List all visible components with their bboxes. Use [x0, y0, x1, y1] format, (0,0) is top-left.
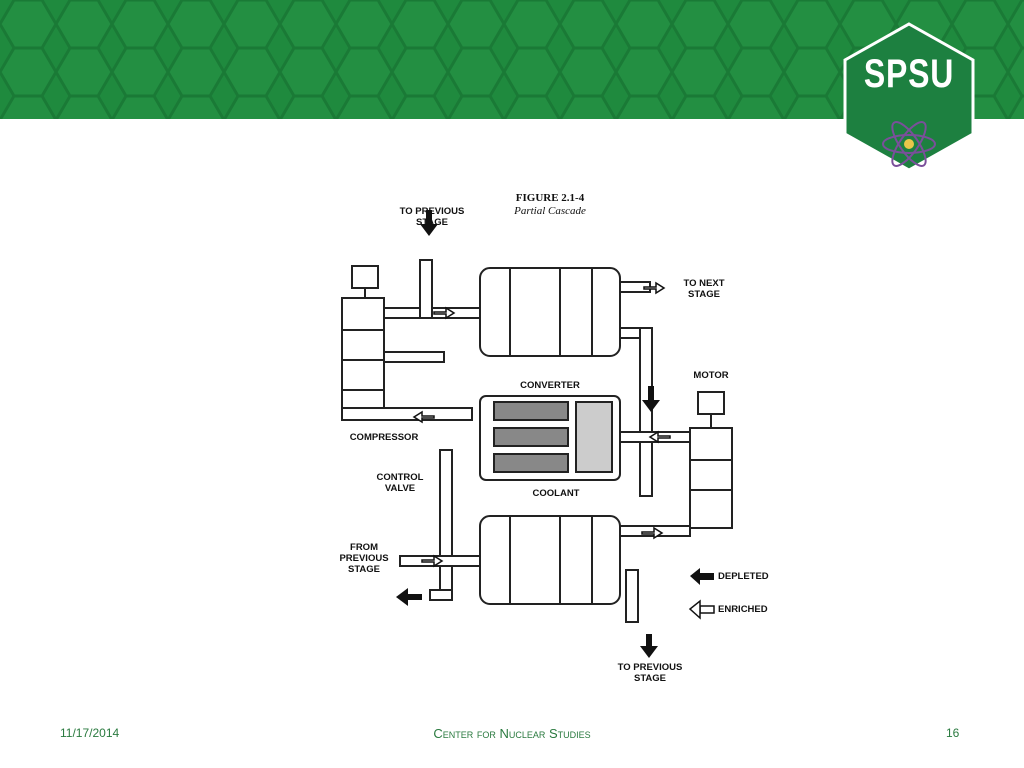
logo-text: SPSU [863, 52, 955, 96]
converter-label: CONVERTER [520, 380, 580, 391]
slide-number: 16 [946, 726, 960, 740]
cascade-diagram [341, 210, 733, 658]
partial-cascade-figure: FIGURE 2.1-4 Partial Cascade TO PREVIOUS… [330, 180, 790, 690]
legend-depleted-label: DEPLETED [718, 571, 769, 582]
to-next-stage-label: TO NEXT STAGE [683, 278, 725, 300]
from-previous-stage-label: FROM PREVIOUS STAGE [339, 542, 389, 575]
motor-label: MOTOR [693, 370, 729, 381]
to-previous-stage-top-label: TO PREVIOUS STAGE [399, 206, 465, 228]
figure-title: FIGURE 2.1-4 [515, 192, 585, 204]
spsu-logo [843, 22, 975, 172]
legend-enriched-label: ENRICHED [718, 604, 768, 615]
control-valve-label: CONTROL VALVE [376, 472, 424, 494]
footer-center-title: Center for Nuclear Studies [433, 726, 591, 741]
compressor-label: COMPRESSOR [349, 432, 419, 443]
to-previous-stage-bottom-label: TO PREVIOUS STAGE [617, 662, 683, 684]
figure-subtitle: Partial Cascade [514, 205, 586, 217]
coolant-label: COOLANT [532, 488, 580, 499]
footer-date: 11/17/2014 [60, 726, 120, 740]
